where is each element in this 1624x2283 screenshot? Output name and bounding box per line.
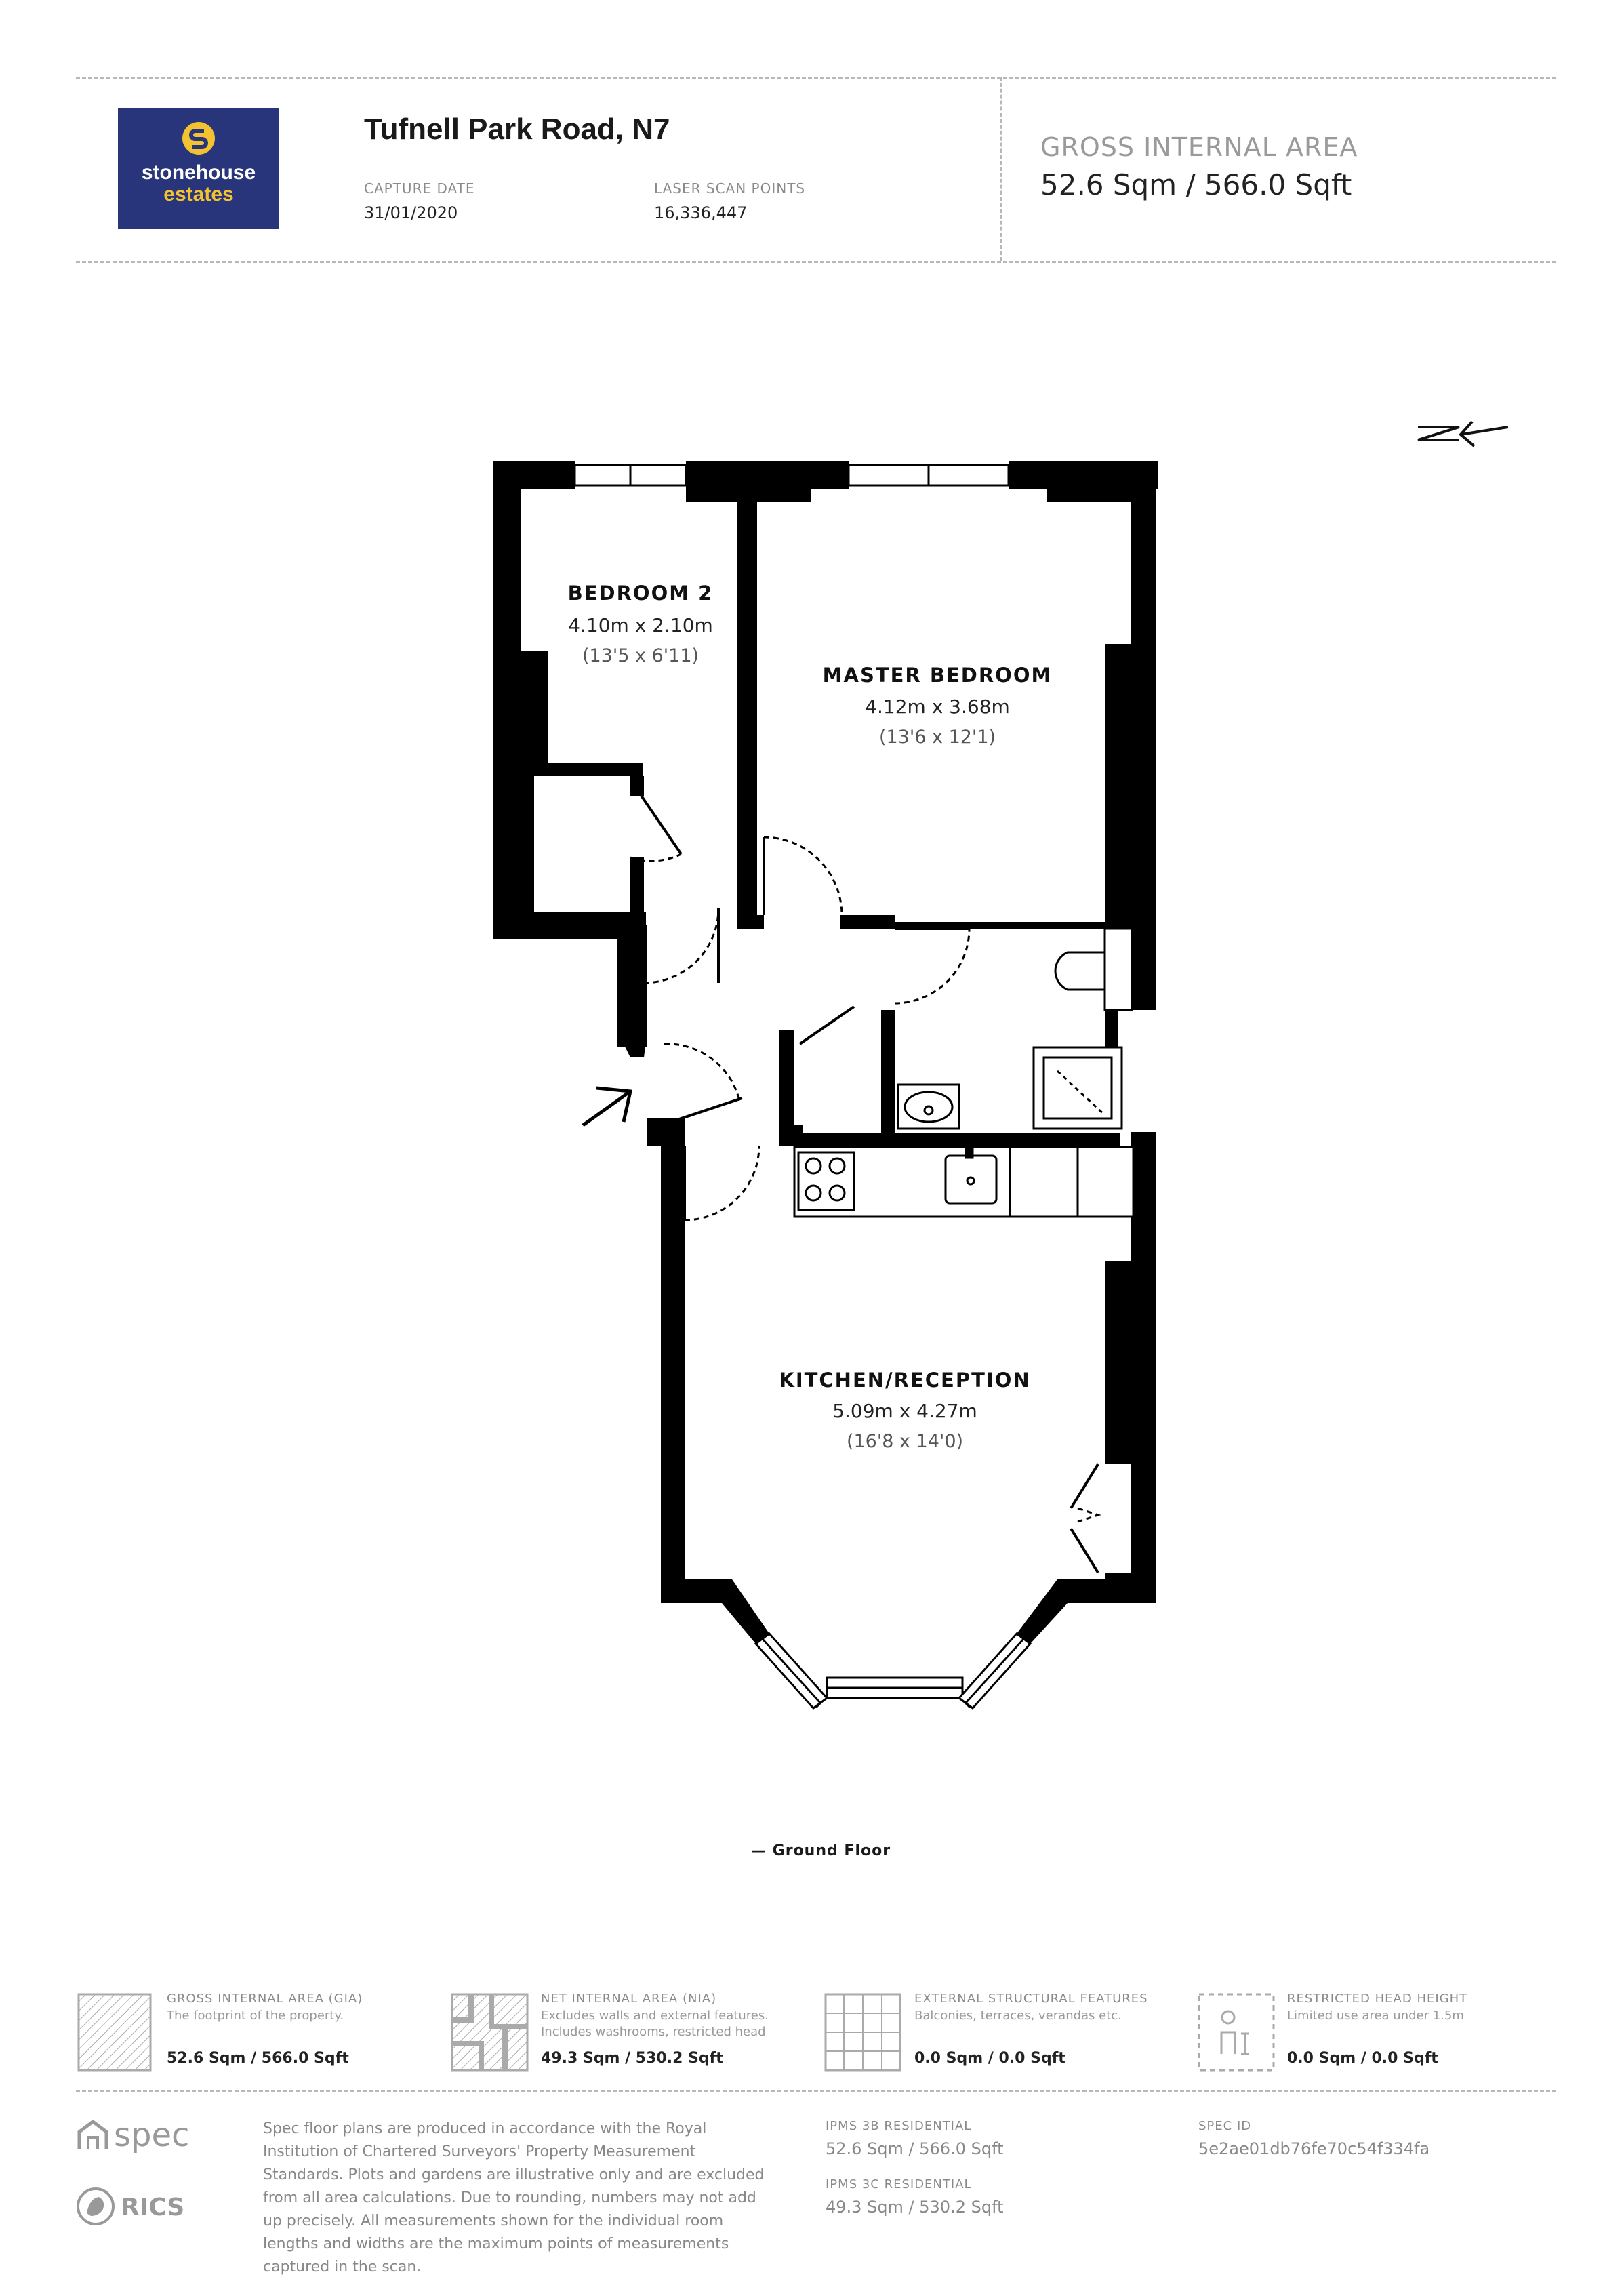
header-bottom-divider xyxy=(76,261,1556,263)
room-imperial-bedroom-2: (13'5 x 6'11) xyxy=(582,645,699,666)
gia-header-value: 52.6 Sqm / 566.0 Sqft xyxy=(1040,168,1352,201)
gia-header-label: GROSS INTERNAL AREA xyxy=(1040,132,1358,162)
header-vertical-divider xyxy=(1000,77,1002,261)
legend-external-value: 0.0 Sqm / 0.0 Sqft xyxy=(914,2050,1065,2067)
legend-restricted-desc: Limited use area under 1.5m xyxy=(1287,2008,1464,2023)
property-title: Tufnell Park Road, N7 xyxy=(364,113,670,146)
logo-line-1: stonehouse xyxy=(141,161,256,184)
kitchen-counter xyxy=(793,1144,1135,1218)
door-leaves xyxy=(636,788,1099,1574)
legend-gia-label: GROSS INTERNAL AREA (GIA) xyxy=(167,1992,363,2006)
legend-restricted-value: 0.0 Sqm / 0.0 Sqft xyxy=(1287,2050,1438,2067)
nia-hatch-icon xyxy=(451,1993,529,2072)
exterior-walls xyxy=(493,461,1158,1708)
floor-plan: N xyxy=(493,420,1509,1710)
grid-icon xyxy=(824,1993,901,2072)
legend-nia-desc-2: Includes washrooms, restricted head xyxy=(541,2025,766,2039)
legend-nia-value: 49.3 Sqm / 530.2 Sqft xyxy=(541,2050,723,2067)
legend-external-desc: Balconies, terraces, verandas etc. xyxy=(914,2008,1122,2023)
room-imperial-kitchen-reception: (16'8 x 14'0) xyxy=(847,1431,963,1452)
legend-gia-desc: The footprint of the property. xyxy=(167,2008,344,2023)
spec-logo-text: spec xyxy=(114,2116,190,2154)
door-swings xyxy=(630,836,1101,1523)
spec-logo-icon xyxy=(77,2119,108,2149)
room-name-bedroom-2: BEDROOM 2 xyxy=(568,582,714,605)
capture-date: 31/01/2020 xyxy=(364,203,458,222)
spec-id: 5e2ae01db76fe70c54f334fa xyxy=(1198,2139,1430,2158)
bay-window xyxy=(754,1632,1032,1710)
agency-logo: stonehouse estates xyxy=(118,108,279,229)
room-size-kitchen-reception: 5.09m x 4.27m xyxy=(832,1400,977,1422)
ipms3b-label: IPMS 3B RESIDENTIAL xyxy=(826,2119,972,2133)
bathroom-fixtures xyxy=(897,927,1133,1130)
scan-points-label: LASER SCAN POINTS xyxy=(654,180,806,197)
floor-caption: — Ground Floor xyxy=(751,1842,891,1859)
entrance-arrow-icon xyxy=(582,1086,633,1127)
gia-hatch-icon xyxy=(77,1993,152,2072)
rics-logo-icon xyxy=(77,2187,115,2225)
spec-id-label: SPEC ID xyxy=(1198,2119,1252,2133)
legend-nia-desc-1: Excludes walls and external features. xyxy=(541,2008,769,2023)
legend-external-label: EXTERNAL STRUCTURAL FEATURES xyxy=(914,1992,1148,2006)
header-top-divider xyxy=(76,77,1556,79)
scan-points: 16,336,447 xyxy=(654,203,748,222)
room-imperial-master-bedroom: (13'6 x 12'1) xyxy=(879,727,996,748)
ipms3b-value: 52.6 Sqm / 566.0 Sqft xyxy=(826,2139,1004,2158)
ipms3c-value: 49.3 Sqm / 530.2 Sqft xyxy=(826,2198,1004,2217)
legend-nia-label: NET INTERNAL AREA (NIA) xyxy=(541,1992,717,2006)
stonehouse-s-icon xyxy=(182,122,215,155)
rics-logo-text: RICS xyxy=(121,2194,185,2221)
north-arrow-icon xyxy=(1417,420,1509,447)
room-name-master-bedroom: MASTER BEDROOM xyxy=(823,664,1053,687)
logo-line-2: estates xyxy=(163,183,234,205)
legend-restricted-label: RESTRICTED HEAD HEIGHT xyxy=(1287,1992,1468,2006)
ipms3c-label: IPMS 3C RESIDENTIAL xyxy=(826,2177,972,2191)
room-size-bedroom-2: 4.10m x 2.10m xyxy=(568,614,713,637)
legend-bottom-divider xyxy=(76,2090,1556,2092)
room-size-master-bedroom: 4.12m x 3.68m xyxy=(865,695,1010,718)
person-icon xyxy=(1198,1993,1275,2072)
toilet-icon xyxy=(1054,951,1106,991)
capture-date-label: CAPTURE DATE xyxy=(364,180,475,197)
room-name-kitchen-reception: KITCHEN/RECEPTION xyxy=(779,1369,1030,1392)
interior-walls xyxy=(521,495,1132,1147)
legend-gia-value: 52.6 Sqm / 566.0 Sqft xyxy=(167,2050,349,2067)
disclaimer: Spec floor plans are produced in accorda… xyxy=(263,2120,765,2276)
toilet-cistern xyxy=(1103,927,1133,1011)
